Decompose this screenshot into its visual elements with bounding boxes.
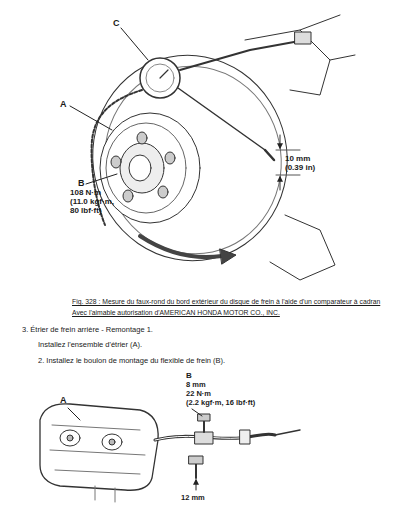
mounting-bolt xyxy=(189,414,210,478)
brake-disc xyxy=(74,37,307,279)
dial-indicator xyxy=(265,150,274,160)
brake-hose xyxy=(155,430,300,444)
leader-line xyxy=(196,480,197,490)
mounting-bolt xyxy=(189,456,203,464)
dial-indicator xyxy=(140,58,180,98)
brake-disc xyxy=(87,50,298,270)
dial-indicator xyxy=(295,32,311,44)
callout-letter: A xyxy=(60,100,67,109)
wheel-hub xyxy=(111,132,175,202)
brake-caliper xyxy=(109,439,115,445)
rotation-arrow xyxy=(140,236,236,264)
brake-caliper xyxy=(60,430,80,446)
wheel-hub xyxy=(165,152,175,164)
dial-indicator xyxy=(140,32,311,160)
brake-caliper xyxy=(102,434,122,450)
leader-line xyxy=(68,408,80,420)
callout-letter: B xyxy=(186,372,192,380)
dimension: 12 mm xyxy=(181,494,205,502)
torque-value: 80 lbf·ft) xyxy=(70,207,102,215)
torque-value: (11.0 kgf·m, xyxy=(70,198,114,206)
rotation-arrow xyxy=(140,236,222,257)
dial-indicator xyxy=(178,88,265,150)
brake-caliper xyxy=(67,435,73,441)
wheel-hub xyxy=(129,155,151,181)
step-text: 2. Installez le boulon de montage du fle… xyxy=(38,357,225,365)
suspension-knuckle xyxy=(270,215,335,280)
callout-letter: A xyxy=(60,396,67,405)
leader-line xyxy=(121,28,148,60)
leader-line xyxy=(68,408,202,490)
brake-disc xyxy=(74,37,307,279)
brake-hose xyxy=(195,432,213,444)
mounting-bolt xyxy=(203,420,205,432)
dial-indicator xyxy=(146,64,174,92)
torque-value: 22 N·m xyxy=(186,390,211,398)
wheel-hub xyxy=(137,132,147,144)
torque-value: 108 N·m xyxy=(70,189,101,197)
leader-line xyxy=(70,28,148,184)
dial-indicator xyxy=(160,70,168,78)
wheel-hub xyxy=(120,143,164,193)
callout-letter: B xyxy=(78,179,85,188)
callout-letter: C xyxy=(113,19,120,28)
wheel-hub xyxy=(123,190,133,202)
wheel-hub xyxy=(111,156,121,168)
brake-hose xyxy=(275,430,300,435)
brake-disc xyxy=(100,113,200,223)
dimension: (0.39 in) xyxy=(285,164,315,172)
measurement-arrows xyxy=(280,177,281,190)
credit-note: Avec l'aimable autorisation d'AMERICAN H… xyxy=(72,310,280,317)
torque-value: (2.2 kgf·m, 16 lbf·ft) xyxy=(186,399,255,407)
brake-hose xyxy=(240,430,250,444)
suspension-knuckle xyxy=(245,30,330,95)
measurement-arrows xyxy=(280,135,281,148)
rotation-arrow xyxy=(220,249,236,264)
leader-line xyxy=(70,106,112,130)
brake-caliper xyxy=(50,425,145,474)
dimension: 8 mm xyxy=(186,381,206,389)
brake-hose xyxy=(155,434,275,440)
wheel-hub xyxy=(158,186,168,198)
brake-disc xyxy=(106,123,186,213)
dial-indicator xyxy=(180,40,305,70)
leader-line xyxy=(192,409,202,416)
brake-caliper xyxy=(95,486,115,502)
brake-caliper xyxy=(40,404,158,490)
leader-line xyxy=(86,174,117,184)
brake-caliper xyxy=(40,404,158,502)
dimension: 10 mm xyxy=(285,155,310,163)
step-heading: 3. Étrier de frein arrière - Remontage 1… xyxy=(22,326,153,334)
figure-caption: Fig. 328 : Mesure du faux-rond du bord e… xyxy=(72,299,380,306)
step-text: Installez l'ensemble d'étrier (A). xyxy=(38,341,142,349)
